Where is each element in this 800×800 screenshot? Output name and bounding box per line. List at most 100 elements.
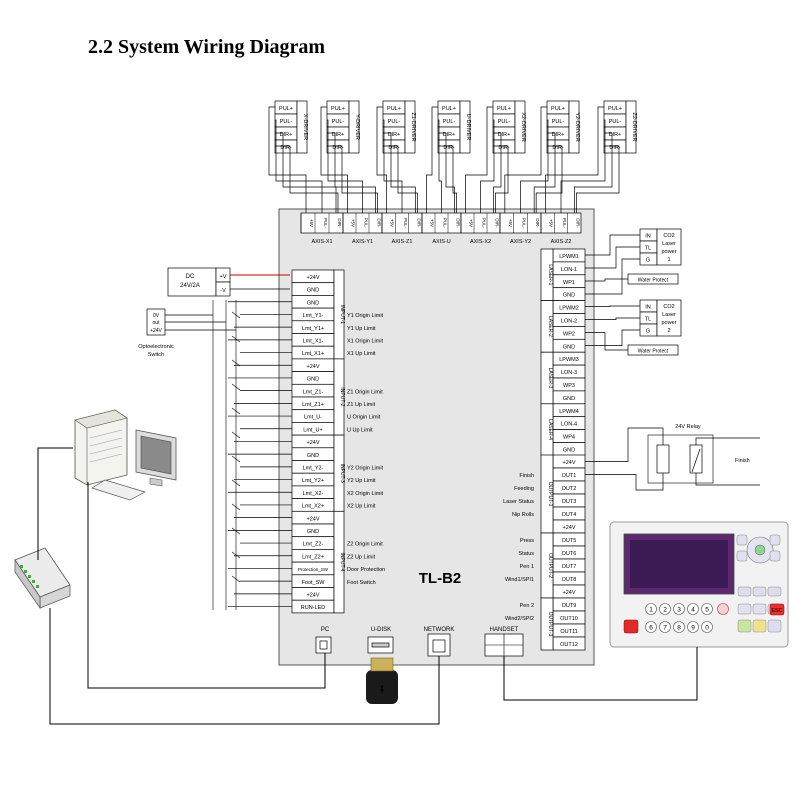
input-pin-label: +24V <box>307 593 320 599</box>
input-pin-label: Lmt_X2- <box>303 491 324 497</box>
relay-box <box>647 434 714 484</box>
laser-power-pin-label: IN <box>645 234 651 240</box>
relay-finish-label: Finish <box>735 458 750 464</box>
axis-pin-label: +5V <box>469 219 474 227</box>
axis-pin-label: +5V <box>309 219 314 227</box>
laser-power-label: CO2 <box>663 304 674 310</box>
output-description: Laser Status <box>503 499 534 505</box>
handset-display-inner <box>630 540 728 588</box>
driver-wire <box>327 119 363 214</box>
laser-group-label: LASER-4 <box>547 419 553 440</box>
driver-name-cell <box>625 100 637 154</box>
pc-port-label: PC <box>321 627 330 633</box>
handset-digit-key <box>645 603 657 615</box>
input-description: X1 Origin Limit <box>347 339 384 345</box>
driver-name-cell <box>296 100 308 154</box>
output-description: Status <box>518 551 534 557</box>
keyboard <box>91 479 146 501</box>
laser-wire <box>585 329 640 346</box>
output-group-tab <box>540 597 554 651</box>
input-description: X1 Up Limit <box>347 351 376 357</box>
driver-pin-label: PUL- <box>388 119 401 125</box>
switch-caption: Optoelectronic <box>138 344 174 350</box>
hub-front <box>14 558 41 610</box>
switch-caption: Switch <box>148 352 164 358</box>
laser-wire <box>585 278 628 282</box>
handset-key <box>752 619 767 633</box>
input-description: Y2 Up Limit <box>347 478 376 484</box>
driver-pin-label: PUL+ <box>551 106 565 112</box>
board-name: TL-B2 <box>419 570 462 587</box>
laser-pin-label: LON-2 <box>561 319 577 325</box>
axis-pin-label: DIR- <box>495 218 500 228</box>
driver-wire <box>275 145 339 214</box>
handset-digit-label: 6 <box>649 625 653 632</box>
pc-cable <box>87 482 326 689</box>
output-group-label: OUTPUT-3 <box>547 612 553 637</box>
hub-led <box>20 565 23 568</box>
driver-pin-label: DIR- <box>388 145 399 151</box>
driver-wire <box>376 106 388 214</box>
driver-wire <box>520 119 549 214</box>
laser-group-label: LASER-2 <box>547 316 553 337</box>
driver-pin-label: DIR- <box>609 145 620 151</box>
axis-pin-label: PUL- <box>323 218 328 229</box>
laser-pin-label: LPWM3 <box>559 357 579 363</box>
monitor-screen <box>140 435 172 475</box>
relay-wire <box>695 437 760 445</box>
relay-label: 24V Relay <box>675 424 701 430</box>
computer-icon <box>74 409 177 501</box>
pc-drive-bay <box>89 453 123 463</box>
driver-name-cell <box>459 100 471 154</box>
input-description: Z1 Origin Limit <box>347 389 383 395</box>
laser-pin-label: GND <box>563 293 575 299</box>
axis-name: AXIS-X1 <box>311 239 332 245</box>
handset-digit-label: 7 <box>663 625 667 632</box>
input-pin-label: Lmt_Z2- <box>303 542 324 548</box>
input-pin-label: GND <box>307 377 319 383</box>
output-pin-label: OUT4 <box>562 512 577 518</box>
handset-cable <box>503 647 698 701</box>
driver-wire <box>438 119 442 214</box>
axis-name: AXIS-Y2 <box>510 239 531 245</box>
driver-wire <box>535 145 563 214</box>
hub-led <box>36 585 39 588</box>
driver-pin-label: DIR+ <box>332 132 345 138</box>
limit-switch-symbol <box>231 575 241 583</box>
input-description: Y1 Origin Limit <box>347 313 384 319</box>
input-group-label: INPUT-4 <box>339 553 345 572</box>
driver-pin-label: PUL- <box>552 119 565 125</box>
input-pin-label: Lmt_X1- <box>303 339 324 345</box>
limit-switch-symbol <box>231 383 241 391</box>
axis-pin-label: DIR- <box>456 218 461 228</box>
handset-side-key <box>769 534 781 546</box>
input-pin-label: Lmt_Z2+ <box>302 554 324 560</box>
driver-pin-label: DIR+ <box>280 132 293 138</box>
axis-pin-label: DIR- <box>337 218 342 228</box>
laser-pin-label: GND <box>563 448 575 454</box>
limit-switch-symbol <box>231 503 241 511</box>
input-description: Z2 Origin Limit <box>347 542 383 548</box>
axis-pin-label: +5V <box>508 219 513 227</box>
input-description: Z1 Up Limit <box>347 402 376 408</box>
driver-wire <box>438 132 455 214</box>
axis-name: AXIS-U <box>432 239 450 245</box>
output-description: Press <box>520 538 534 544</box>
driver-name-cell <box>568 100 580 154</box>
laser-power-label: Laser <box>662 241 676 247</box>
pc-port-inner <box>319 640 328 650</box>
input-description: Z2 Up Limit <box>347 554 376 560</box>
driver-pin-label: DIR- <box>443 145 454 151</box>
axis-pin-label: PUL- <box>522 218 527 229</box>
relay-wire <box>585 473 664 491</box>
laser-power-label: CO2 <box>663 233 674 239</box>
axis-connector <box>342 212 383 234</box>
driver-pin-label: DIR- <box>332 145 343 151</box>
output-description: Pen 1 <box>520 564 534 570</box>
driver-pin-label: PUL+ <box>331 106 345 112</box>
handset-function-key <box>752 586 767 597</box>
handset-digit-label: 3 <box>677 607 681 614</box>
driver-name-cell <box>514 100 526 154</box>
laser-wire <box>585 246 640 269</box>
